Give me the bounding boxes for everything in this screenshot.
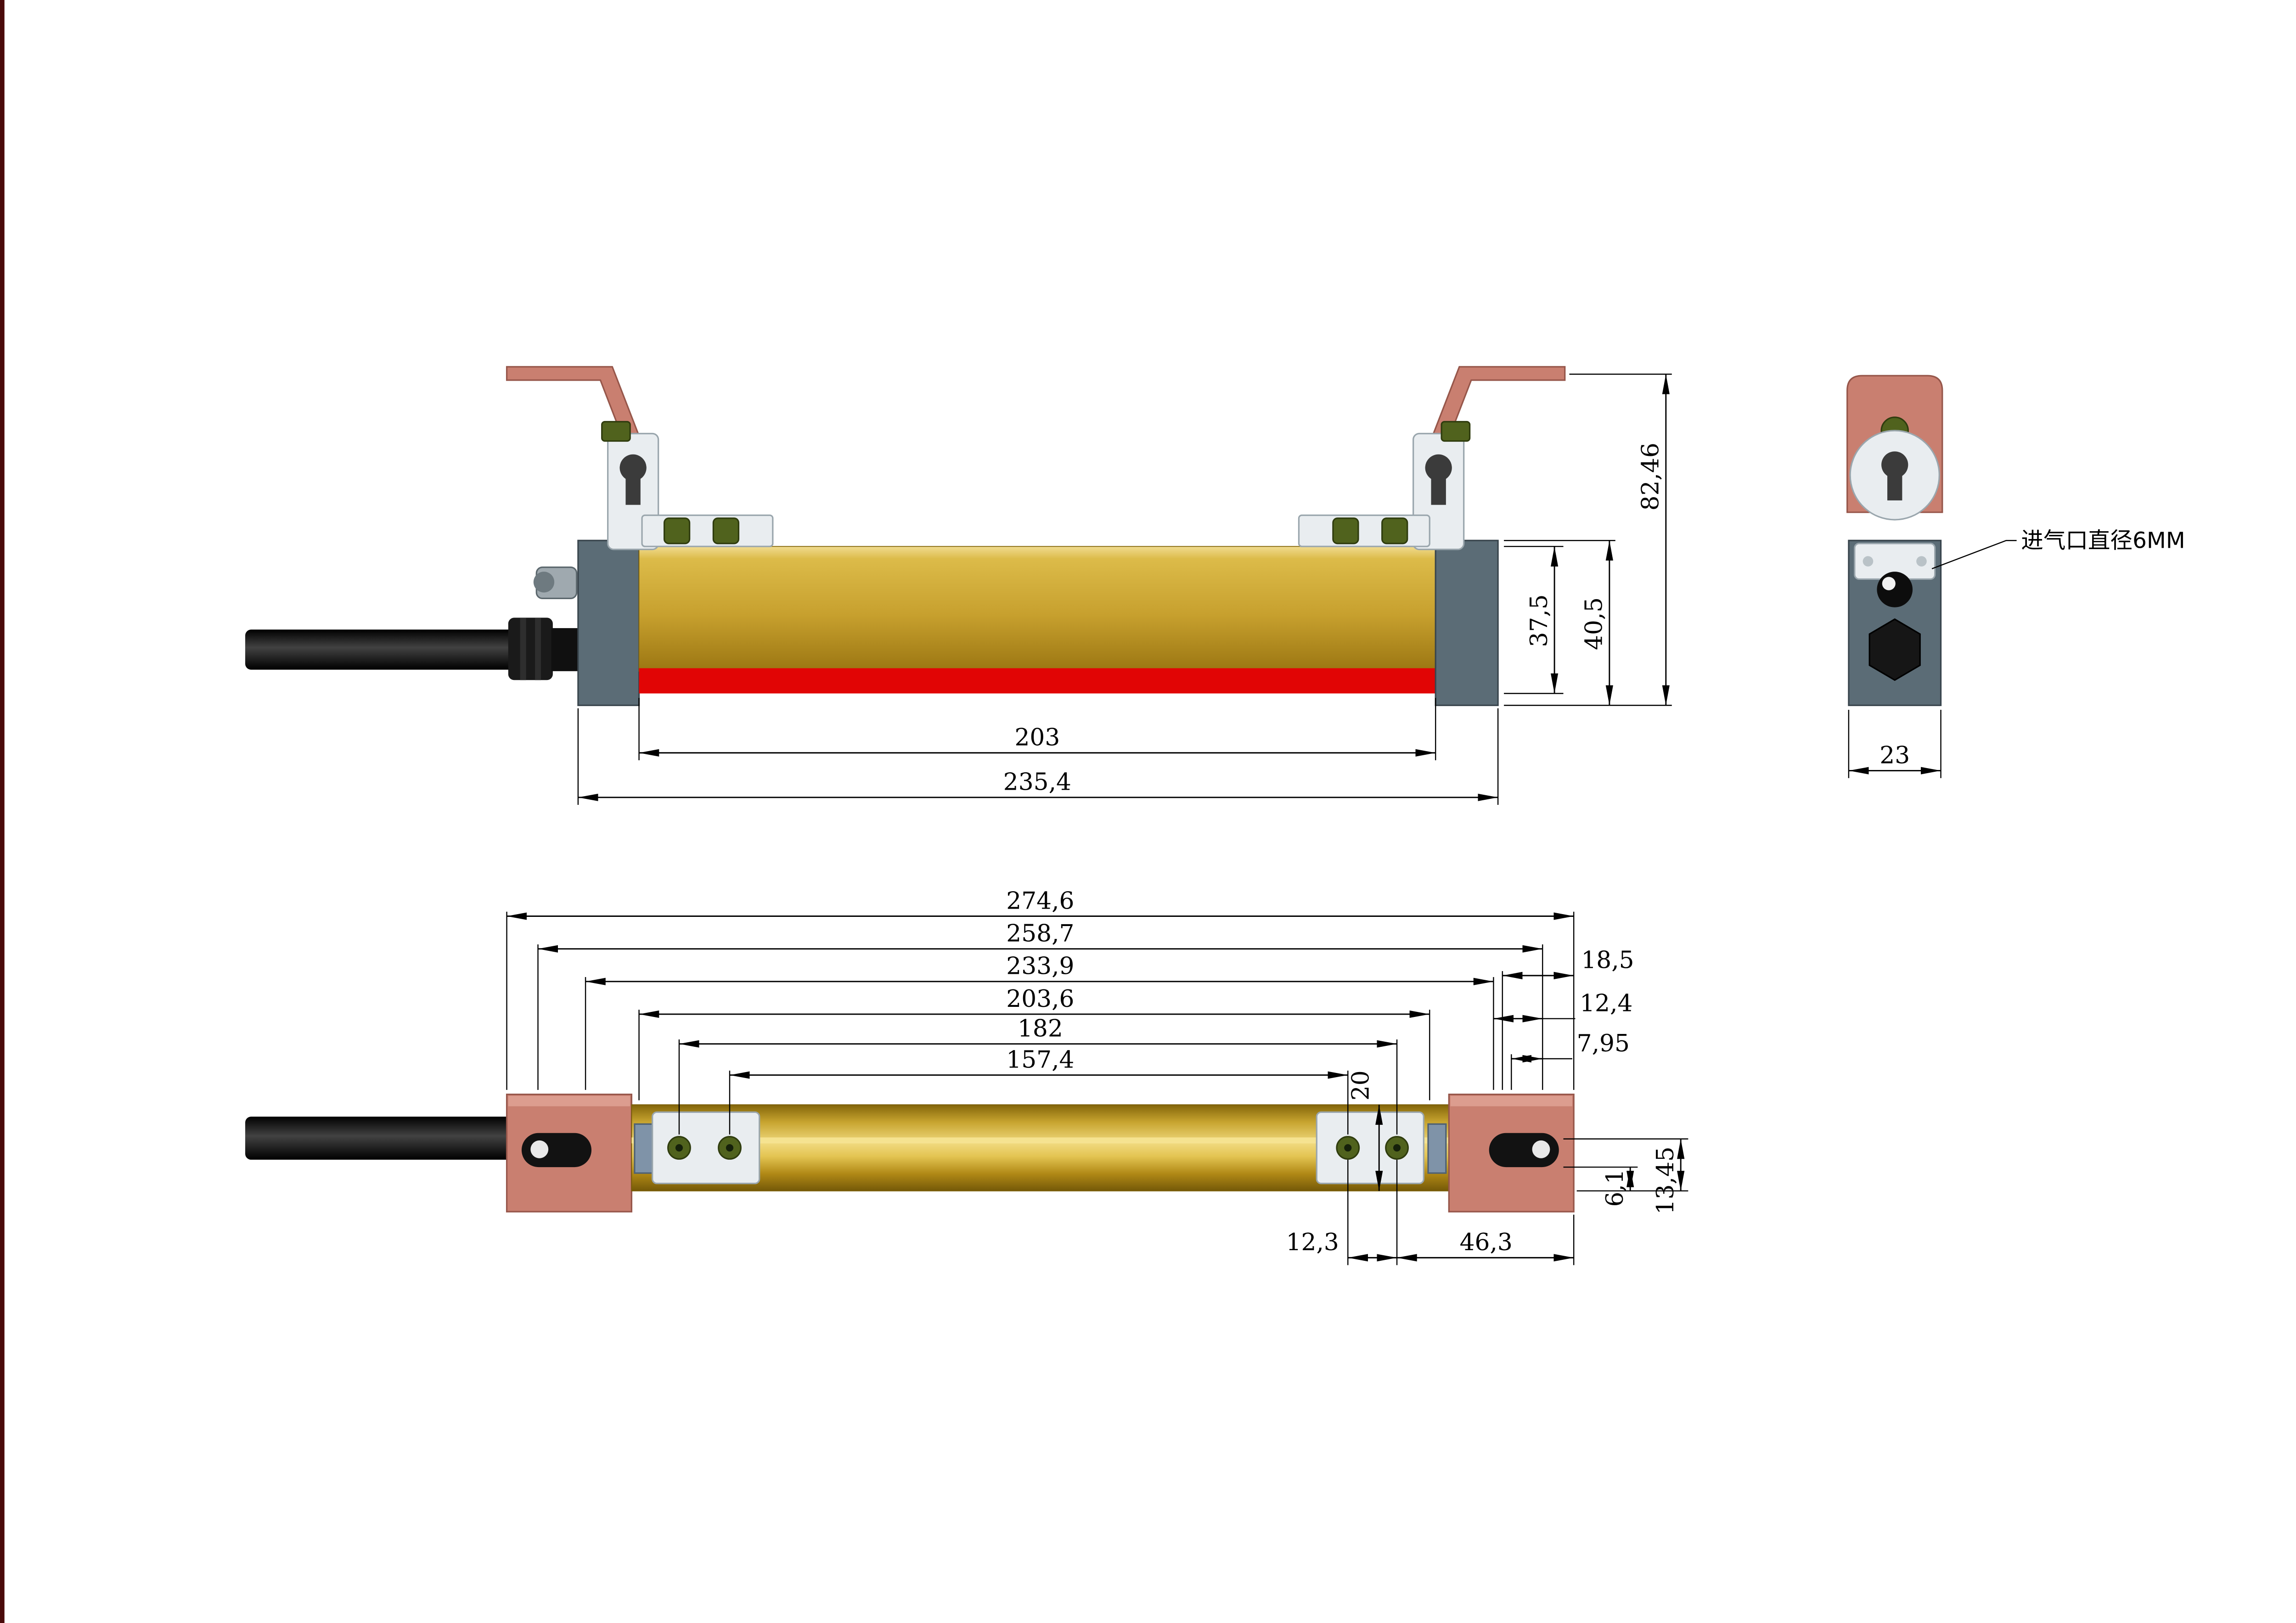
keyhole-slot [1431, 467, 1446, 505]
dim-inner-length: 203 [1014, 724, 1060, 752]
end-view: 23 进气口直径6MM [1846, 375, 2185, 778]
bracket-base [1298, 514, 1430, 547]
dim-end-b: 12,4 [1580, 990, 1632, 1017]
bracket-highlight [1450, 1095, 1572, 1106]
screen-edge-artifact [0, 0, 5, 1623]
plan-dimensions: 274,6 258,7 233,9 203,6 182 157,4 18,5 1… [506, 887, 1688, 1265]
screw [1332, 517, 1359, 545]
front-dimensions: 203 235,4 37,5 40,5 82,46 [577, 373, 1672, 805]
cable [245, 1117, 516, 1160]
dim-overall: 274,6 [1006, 887, 1074, 915]
plan-view: 274,6 258,7 233,9 203,6 182 157,4 18,5 1… [245, 887, 1688, 1265]
dim-bar-width: 20 [1347, 1070, 1375, 1101]
cable-gland [508, 618, 553, 680]
screw [712, 517, 740, 545]
air-inlet [1877, 572, 1913, 607]
dim-width: 23 [1880, 741, 1910, 769]
sensor-hole-center [675, 1144, 683, 1152]
dim-total-height: 82,46 [1637, 443, 1665, 511]
plate-hole [1863, 556, 1874, 567]
sensor-hole-center [1344, 1144, 1352, 1152]
bracket-bolt [601, 421, 631, 442]
bracket-base [641, 514, 774, 547]
dim-body-span: 203,6 [1006, 985, 1074, 1013]
left-bracket-plan [506, 1094, 633, 1213]
front-view: 203 235,4 37,5 40,5 82,46 [245, 366, 1672, 805]
air-fitting-end [533, 572, 555, 593]
emitter-stripe [639, 668, 1436, 694]
dim-end-c: 7,95 [1577, 1030, 1630, 1057]
end-clamp [1427, 1123, 1447, 1174]
sensor-hole-center [726, 1144, 734, 1152]
dim-slot-span: 258,7 [1006, 920, 1074, 948]
dim-overall-length: 235,4 [1003, 769, 1071, 796]
right-bracket [1298, 366, 1566, 550]
dim-hole-pitch: 12,3 [1286, 1229, 1339, 1256]
dim-slot-edge: 6,1 [1601, 1169, 1629, 1207]
right-sensor-block [1316, 1111, 1424, 1185]
air-inlet-note: 进气口直径6MM [2021, 528, 2185, 553]
slot-highlight [530, 1140, 549, 1158]
leader-line [1931, 540, 2017, 569]
dim-bracket-height: 13,45 [1652, 1146, 1679, 1214]
dim-inner-holes: 157,4 [1006, 1046, 1074, 1073]
screw [663, 517, 691, 545]
dim-body-height: 37,5 [1525, 594, 1553, 647]
right-end-cap [1435, 539, 1499, 706]
dim-end-offset: 46,3 [1460, 1229, 1513, 1256]
keyhole-slot [625, 467, 641, 505]
left-sensor-block [652, 1111, 760, 1185]
bracket-highlight [508, 1095, 630, 1106]
cable-gland-rib [535, 618, 541, 680]
hex-nut [1868, 618, 1921, 681]
air-inlet-highlight [1882, 577, 1896, 590]
dim-outer-holes: 182 [1018, 1015, 1063, 1042]
gland-neck [551, 628, 580, 671]
cable [245, 629, 581, 670]
sensor-hole-center [1393, 1144, 1401, 1152]
dim-bracket-span: 233,9 [1006, 953, 1074, 980]
cable-gland-rib [520, 618, 526, 680]
end-clamp [634, 1123, 653, 1174]
bar-highlight-line [631, 1137, 1449, 1144]
bar-body [638, 546, 1436, 672]
right-bracket-plan [1448, 1094, 1575, 1213]
bar-body-plan [631, 1104, 1450, 1191]
slot-highlight [1532, 1140, 1550, 1158]
dim-end-height: 40,5 [1581, 597, 1608, 650]
left-end-cap [577, 539, 640, 706]
left-bracket [506, 366, 774, 550]
dim-end-a: 18,5 [1581, 947, 1634, 974]
bracket-bolt [1441, 421, 1471, 442]
flange-keyhole-slot [1887, 465, 1902, 500]
screw [1381, 517, 1408, 545]
plate-hole [1916, 556, 1927, 567]
